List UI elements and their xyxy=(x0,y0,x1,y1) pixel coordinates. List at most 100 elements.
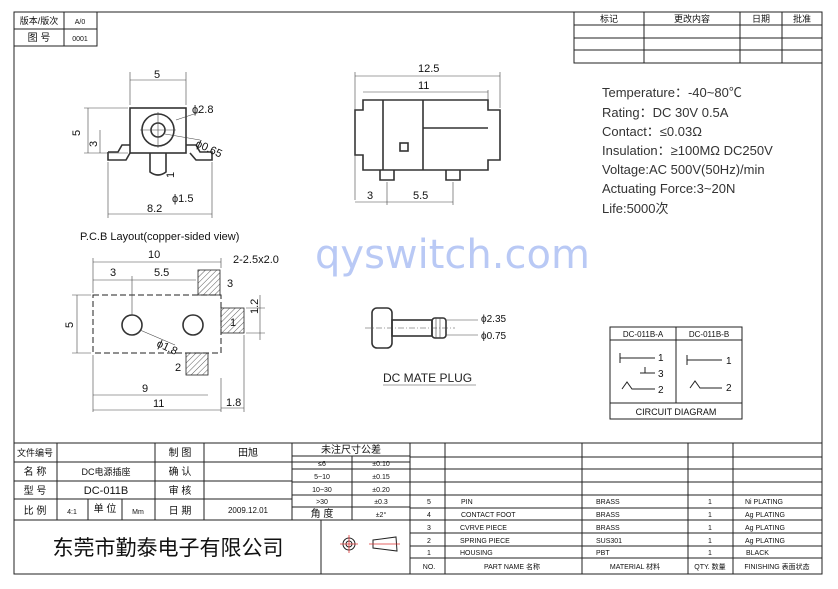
part-no: 3 xyxy=(427,525,431,532)
tolerance-value-3: ±0.20 xyxy=(372,487,390,494)
pcb-dim-1-8: 1.8 xyxy=(226,397,241,409)
unit-label: 单 位 xyxy=(94,502,117,515)
dc-mate-plug-drawing: ϕ2.35 ϕ0.75 DC MATE PLUG xyxy=(365,307,507,386)
circuit-a-pin-1: 1 xyxy=(658,353,664,364)
circuit-diagram: DC-011B-A DC-011B-B 1 3 2 1 2 CIRCUIT DI… xyxy=(609,326,743,420)
tolerance-value-2: ±0.15 xyxy=(372,474,390,481)
part-finishing: Ag PLATING xyxy=(745,538,785,545)
watermark: qyswitch.com xyxy=(315,232,590,278)
drawing-no-value: 0001 xyxy=(72,36,88,43)
parts-row-5: 5 PIN BRASS 1 Ni PLATING xyxy=(427,499,783,506)
part-no: 5 xyxy=(427,499,431,506)
file-no-label: 文件编号 xyxy=(17,447,53,458)
pcb-dim-5: 5 xyxy=(64,322,76,328)
rev-header-content: 更改内容 xyxy=(674,13,710,24)
header-part-name: PART NAME 名称 xyxy=(484,562,540,571)
name-value: DC电源插座 xyxy=(82,466,131,477)
revision-table: 标记 更改内容 日期 批准 xyxy=(573,11,823,64)
pcb-pad-2: 2 xyxy=(175,362,181,374)
rev-header-date: 日期 xyxy=(752,14,770,24)
dim-diameter-1-5: ϕ1.5 xyxy=(172,193,193,205)
header-finishing: FINISHING 表面状态 xyxy=(744,562,809,571)
dim-5-5: 5.5 xyxy=(413,190,428,202)
dim-3: 3 xyxy=(367,190,373,202)
part-qty: 1 xyxy=(708,550,712,557)
tolerance-range-1: ≤6 xyxy=(318,461,326,468)
dim-1: 1 xyxy=(165,172,177,178)
part-finishing: Ni PLATING xyxy=(745,499,783,506)
pcb-dim-10: 10 xyxy=(148,249,160,261)
tolerance-value-4: ±0.3 xyxy=(374,499,388,506)
pcb-pad-1: 1 xyxy=(230,317,236,329)
pcb-pad-3: 3 xyxy=(227,278,233,290)
date-value: 2009.12.01 xyxy=(228,506,269,515)
spec-temperature: Temperature：-40~80℃ xyxy=(602,85,742,100)
header-material: MATERIAL 材料 xyxy=(610,562,660,571)
model-label: 型 号 xyxy=(24,484,47,497)
date-label: 日 期 xyxy=(169,505,192,517)
header-qty: QTY. 数量 xyxy=(694,562,725,571)
drawn-label: 制 图 xyxy=(169,446,192,459)
model-value: DC-011B xyxy=(84,485,128,497)
part-finishing: Ag PLATING xyxy=(745,525,785,532)
name-label: 名 称 xyxy=(24,465,47,478)
version-value: A/0 xyxy=(75,19,86,26)
dim-width-8-2: 8.2 xyxy=(147,203,162,215)
circuit-col-a: DC-011B-A xyxy=(623,330,664,339)
pcb-dim-11: 11 xyxy=(153,398,164,410)
tolerance-title: 未注尺寸公差 xyxy=(321,443,381,456)
header-no: NO. xyxy=(423,564,436,571)
pcb-dim-5-5: 5.5 xyxy=(154,267,169,279)
plug-dim-0-75: ϕ0.75 xyxy=(481,331,507,342)
circuit-col-b: DC-011B-B xyxy=(689,330,729,339)
spec-voltage: Voltage:AC 500V(50Hz)/min xyxy=(602,162,765,177)
part-finishing: Ag PLATING xyxy=(745,512,785,519)
version-label: 版本/版次 xyxy=(20,15,59,26)
rev-header-approve: 批准 xyxy=(793,13,811,24)
parts-row-3: 3 CVRVE PIECE BRASS 1 Ag PLATING xyxy=(427,525,785,532)
pcb-dim-diameter-1-8: ϕ1.8 xyxy=(155,338,180,358)
plug-dim-2-35: ϕ2.35 xyxy=(481,314,507,325)
part-qty: 1 xyxy=(708,512,712,519)
drawn-value: 田旭 xyxy=(238,447,258,459)
spec-force: Actuating Force:3~20N xyxy=(602,181,735,196)
company-name: 东莞市勤泰电子有限公司 xyxy=(53,537,284,560)
spec-rating: Rating：DC 30V 0.5A xyxy=(602,105,729,120)
part-finishing: BLACK xyxy=(746,550,769,557)
circuit-b-pin-1: 1 xyxy=(726,356,732,367)
pcb-dim-3: 3 xyxy=(110,267,116,279)
parts-table: 5 PIN BRASS 1 Ni PLATING 4 CONTACT FOOT … xyxy=(410,443,822,574)
parts-row-1: 1 HOUSING PBT 1 BLACK xyxy=(427,550,769,557)
tolerance-value-1: ±0.10 xyxy=(372,461,390,468)
spec-insulation: Insulation：≥100MΩ DC250V xyxy=(602,143,773,158)
part-name: PIN xyxy=(461,499,473,506)
pcb-dim-pad: 2-2.5x2.0 xyxy=(233,254,279,266)
part-no: 1 xyxy=(427,550,431,557)
pcb-dim-1-2: 1.2 xyxy=(249,299,261,314)
plug-title: DC MATE PLUG xyxy=(383,371,472,385)
part-material: BRASS xyxy=(596,499,620,506)
projection-symbol-icon xyxy=(340,535,400,553)
part-qty: 1 xyxy=(708,499,712,506)
pcb-layout-drawing: P.C.B Layout(copper-sided view) 10 3 5.5… xyxy=(64,231,279,412)
title-block: 文件编号 名 称 DC电源插座 型 号 DC-011B 比 例 4:1 单 位 … xyxy=(14,442,822,574)
tolerance-range-3: 10~30 xyxy=(312,487,332,494)
part-material: SUS301 xyxy=(596,538,622,545)
part-material: BRASS xyxy=(596,512,620,519)
spec-contact: Contact：≤0.03Ω xyxy=(602,124,702,139)
tolerance-range-4: >30 xyxy=(316,499,328,506)
part-qty: 1 xyxy=(708,538,712,545)
spec-list: Temperature：-40~80℃ Rating：DC 30V 0.5A C… xyxy=(602,85,773,216)
side-view-drawing: 12.5 11 3 5.5 xyxy=(354,63,501,205)
pcb-dim-9: 9 xyxy=(142,383,148,395)
part-no: 4 xyxy=(427,512,431,519)
drawing-no-label: 图 号 xyxy=(28,32,51,44)
parts-row-4: 4 CONTACT FOOT BRASS 1 Ag PLATING xyxy=(427,512,785,519)
circuit-a-pin-3: 3 xyxy=(658,369,664,380)
part-name: HOUSING xyxy=(460,550,493,557)
front-view-drawing: 5 5 3 ϕ2.8 ϕ0.65 1 ϕ1.5 8.2 xyxy=(71,69,224,218)
dim-height-3: 3 xyxy=(88,141,100,147)
dim-body-11: 11 xyxy=(418,80,429,92)
version-box: 版本/版次 A/0 图 号 0001 xyxy=(13,11,98,47)
unit-value: Mm xyxy=(132,509,144,516)
